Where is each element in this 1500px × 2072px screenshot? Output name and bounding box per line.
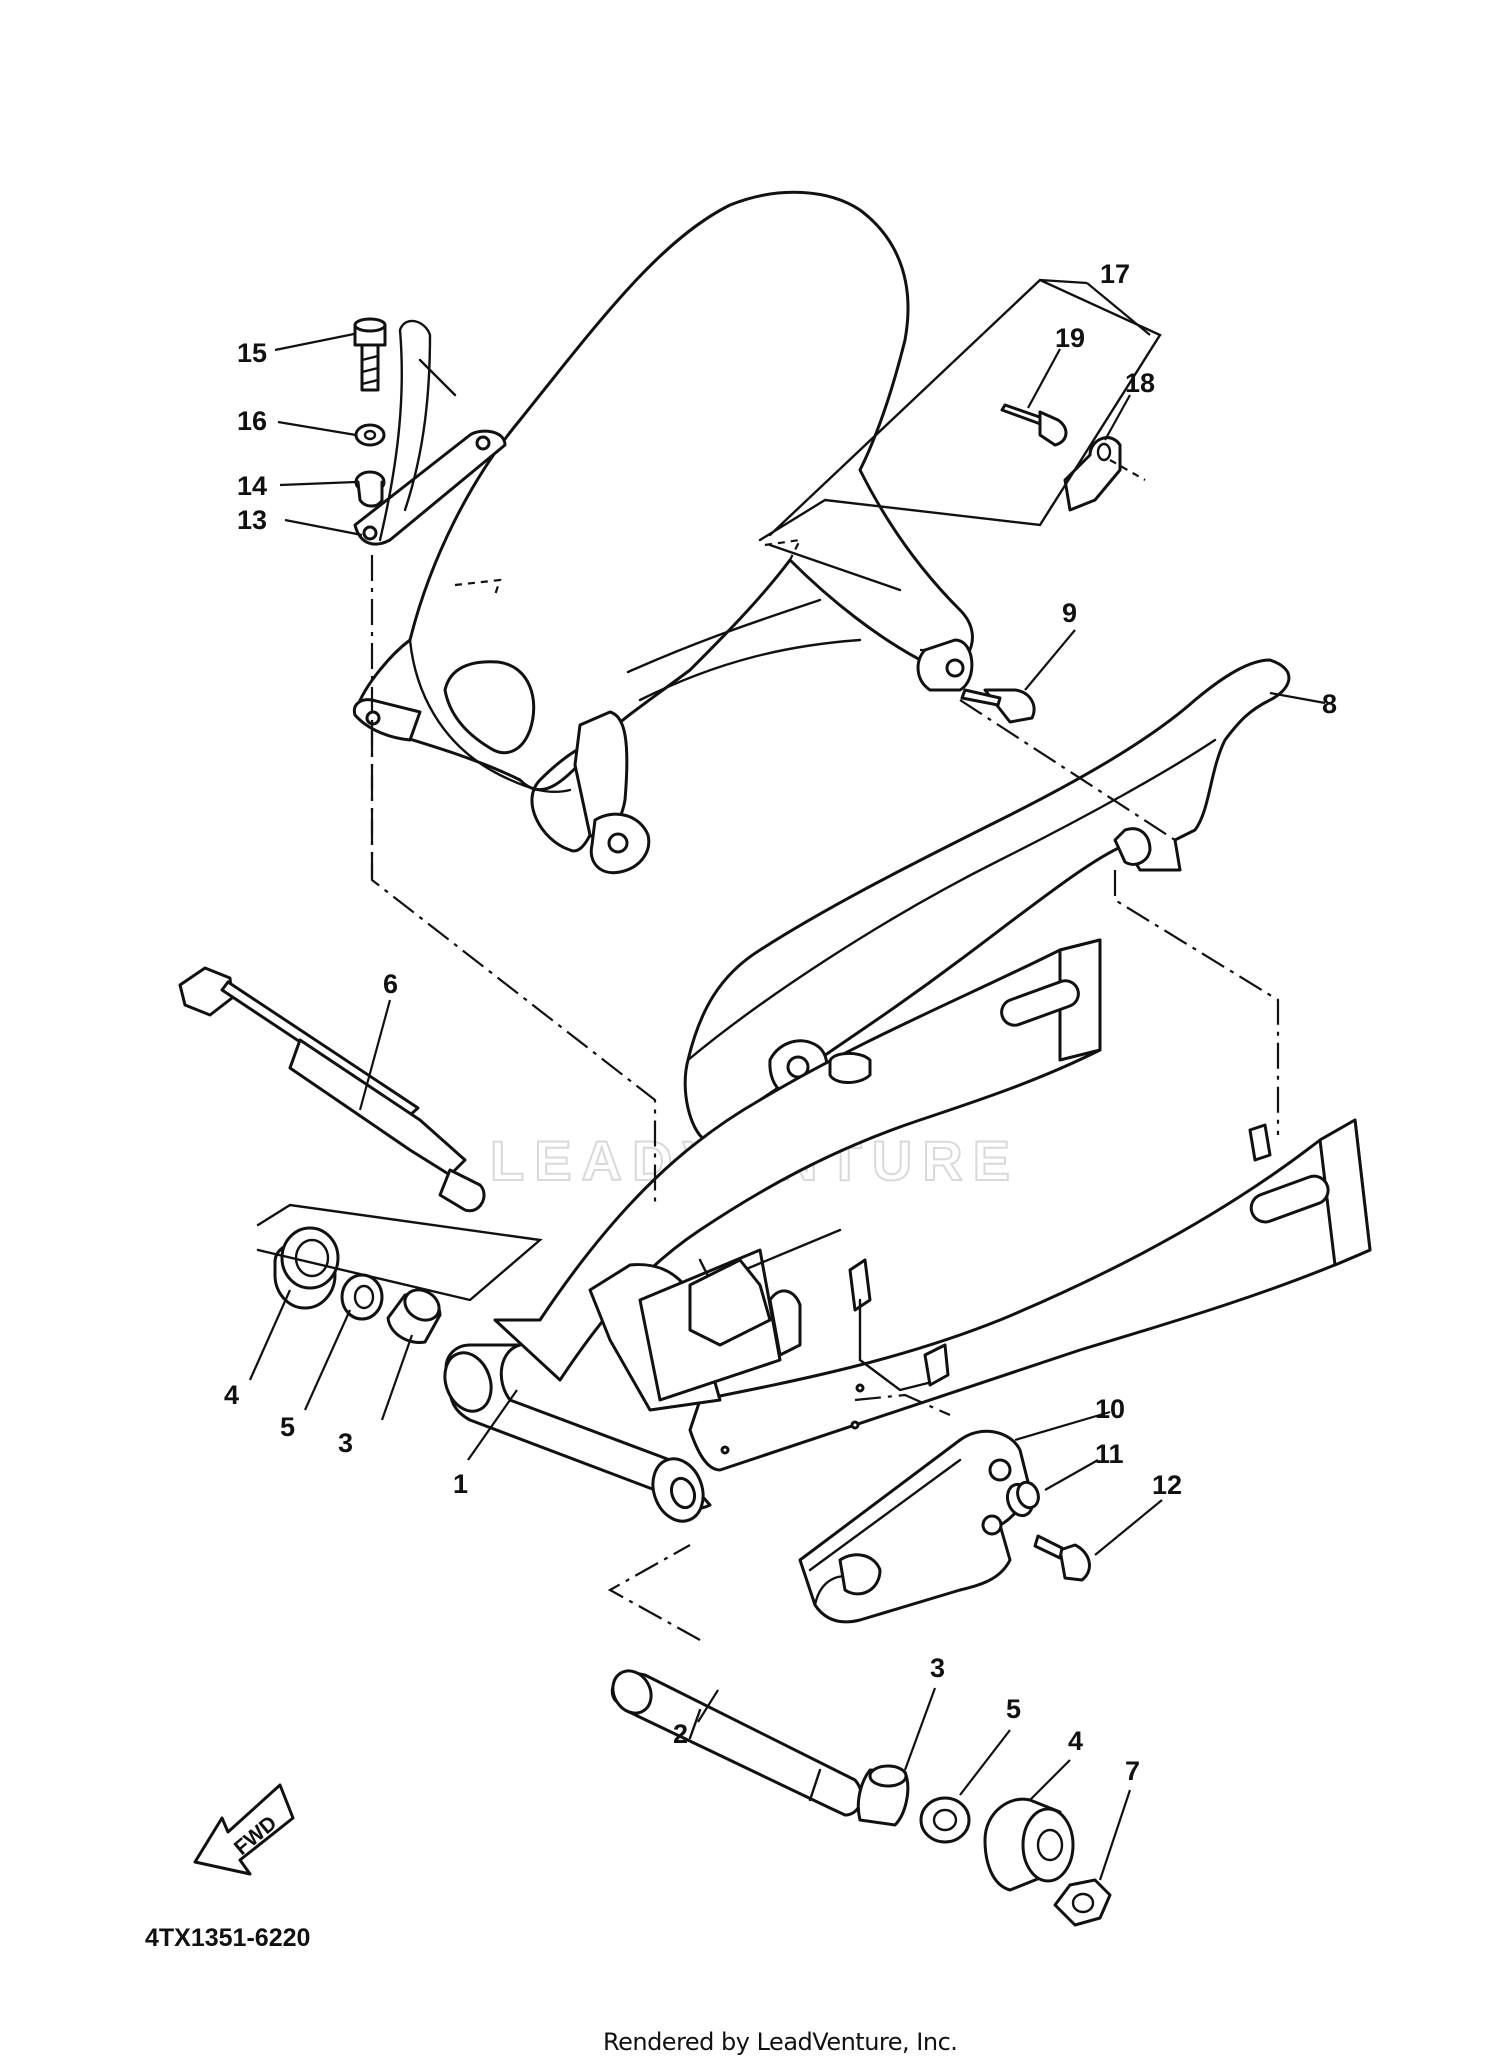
oil-seal-left [273, 1226, 340, 1310]
callout-4-left: 4 [224, 1380, 239, 1410]
callout-19: 19 [1055, 323, 1085, 353]
bolt-15 [353, 317, 387, 392]
callout-15: 15 [237, 338, 267, 368]
callout-13: 13 [237, 505, 267, 535]
collar-11 [1005, 1480, 1040, 1518]
callout-5-right: 5 [1006, 1694, 1021, 1724]
diagram-code: 4TX1351-6220 [145, 1924, 310, 1952]
forward-arrow: FWD [193, 1783, 295, 1876]
render-credit: Rendered by LeadVenture, Inc. [603, 2028, 957, 2056]
rivet-19 [1000, 403, 1068, 447]
callout-18: 18 [1125, 368, 1155, 398]
bushing-right [856, 1764, 910, 1827]
callout-labels: 1 2 3 3 4 4 5 5 6 7 8 9 10 11 12 13 14 1… [224, 259, 1337, 1786]
clip-18 [1063, 436, 1122, 512]
callout-12: 12 [1152, 1470, 1182, 1500]
bolt-12 [1033, 1534, 1091, 1582]
bracket-13 [353, 319, 507, 546]
callout-17: 17 [1100, 259, 1130, 289]
reference-lines [256, 278, 1280, 1641]
callout-8: 8 [1322, 689, 1337, 719]
washer-16 [354, 423, 386, 447]
leader-lines [248, 278, 1326, 1881]
callout-4-right: 4 [1068, 1726, 1083, 1756]
bushing-left [386, 1288, 442, 1345]
callout-6: 6 [383, 969, 398, 999]
washer-right [919, 1796, 971, 1844]
bolt-9 [960, 688, 1036, 724]
callout-10: 10 [1095, 1394, 1125, 1424]
callout-16: 16 [237, 406, 267, 436]
callout-5-left: 5 [280, 1412, 295, 1442]
oil-seal-right [983, 1797, 1075, 1892]
callout-9: 9 [1062, 598, 1077, 628]
callout-11: 11 [1095, 1439, 1124, 1469]
pivot-shaft [178, 966, 486, 1213]
collar-shaft [610, 1669, 863, 1817]
callout-7: 7 [1125, 1756, 1140, 1786]
callout-1: 1 [453, 1469, 468, 1499]
collar-14 [354, 470, 386, 508]
rear-fender [352, 190, 974, 875]
chain-slider [798, 1429, 1032, 1624]
callout-2: 2 [673, 1719, 688, 1749]
callout-14: 14 [237, 471, 267, 501]
callout-3-right: 3 [930, 1653, 945, 1683]
nut [1053, 1878, 1112, 1927]
callout-3-left: 3 [338, 1428, 353, 1458]
swingarm [443, 938, 1372, 1523]
